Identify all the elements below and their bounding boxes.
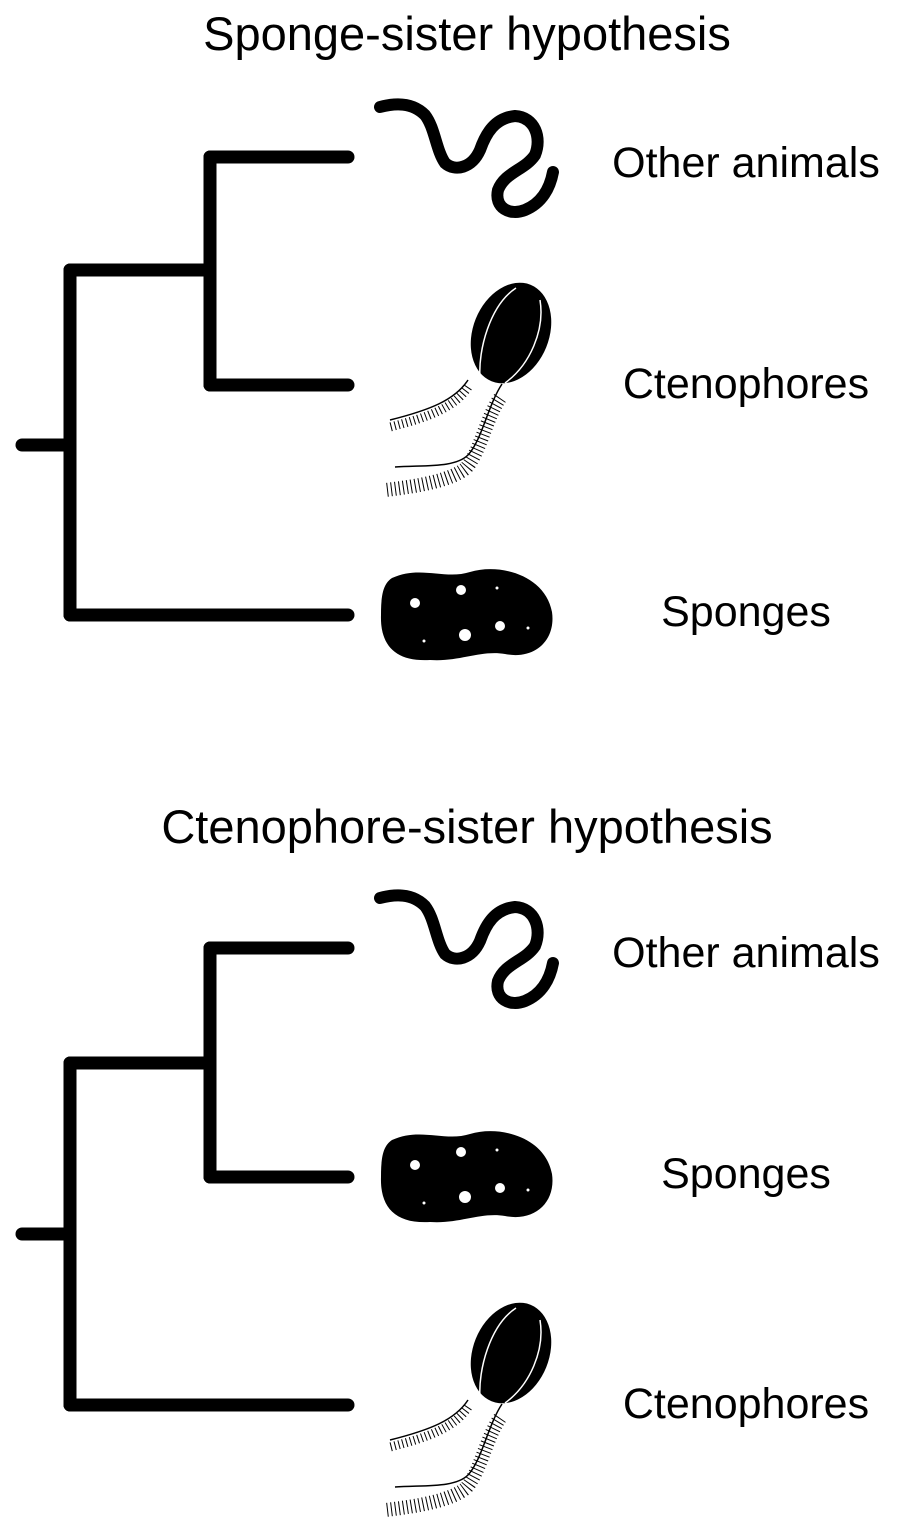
tree-title: Ctenophore-sister hypothesis <box>161 800 772 853</box>
taxon-label: Ctenophores <box>623 360 869 408</box>
taxon-label: Ctenophores <box>623 1380 869 1428</box>
tree-ctenophore-sister: Ctenophore-sister hypothesis Other anima… <box>15 800 880 1510</box>
worm-icon <box>380 104 553 212</box>
sponge-icon <box>380 569 553 661</box>
taxon-label: Other animals <box>612 139 880 187</box>
tree-branches <box>15 150 355 622</box>
tree-branches <box>15 941 355 1412</box>
taxon-label: Sponges <box>661 1150 831 1198</box>
taxon-label: Sponges <box>661 588 831 636</box>
sponge-icon <box>380 1131 553 1223</box>
worm-icon <box>380 895 553 1003</box>
tree-title: Sponge-sister hypothesis <box>203 7 731 60</box>
taxon-label: Other animals <box>612 929 880 977</box>
ctenophore-icon <box>385 1291 566 1510</box>
ctenophore-icon <box>385 271 566 490</box>
tree-sponge-sister: Sponge-sister hypothesis Other animals C… <box>15 7 880 661</box>
